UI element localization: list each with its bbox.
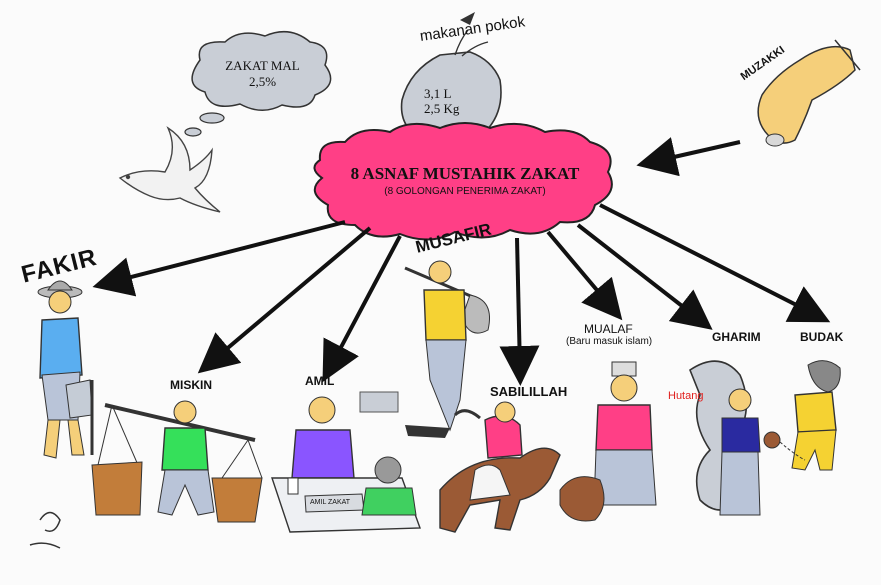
mualaf-note: (Baru masuk islam) [566, 336, 653, 347]
zakat-mal-cloud [184, 30, 332, 137]
distribution-arrows [92, 137, 831, 386]
rice-bag-icon [400, 12, 502, 146]
arrow-to-mualaf [546, 230, 623, 321]
center-title: 8 ASNAF MUSTAHIK ZAKAT [350, 164, 580, 183]
arrow-to-gharim [576, 223, 713, 330]
zakat-mal-line1: ZAKAT MAL [225, 58, 300, 73]
fitrah-line2: 2,5 Kg [424, 101, 460, 116]
giving-hand-icon [757, 39, 861, 147]
sabilillah-figure [439, 401, 561, 533]
fakir-figure [37, 280, 94, 459]
mualaf-label: MUALAF [584, 322, 633, 336]
arrow-to-miskin [197, 226, 372, 374]
zakat-mal-line2: 2,5% [248, 74, 277, 89]
dove-icon [118, 126, 221, 213]
sabilillah-label: SABILILLAH [490, 384, 568, 399]
arrow-to-fakir [92, 220, 346, 297]
arrow-to-amil [322, 235, 402, 383]
amil-figure [271, 391, 421, 533]
center-subtitle: (8 GOLONGAN PENERIMA ZAKAT) [384, 186, 546, 197]
mualaf-figure [559, 361, 657, 522]
gharim-label: GHARIM [712, 330, 761, 344]
signature [29, 511, 61, 549]
budak-figure [763, 360, 841, 471]
hutang-label: Hutang [668, 390, 704, 402]
fitrah-line1: 3,1 L [424, 86, 452, 101]
amil-label: AMIL [305, 374, 335, 388]
budak-label: BUDAK [800, 330, 844, 344]
musafir-figure [404, 260, 490, 438]
amil-zakat-sign: AMIL ZAKAT [310, 499, 351, 506]
arrow-from-muzakki [636, 137, 741, 177]
arrow-to-sabilillah [499, 237, 540, 386]
miskin-figure [91, 400, 263, 523]
arrow-to-budak [599, 203, 831, 323]
gharim-figure [689, 360, 761, 516]
miskin-label: MISKIN [170, 378, 212, 392]
